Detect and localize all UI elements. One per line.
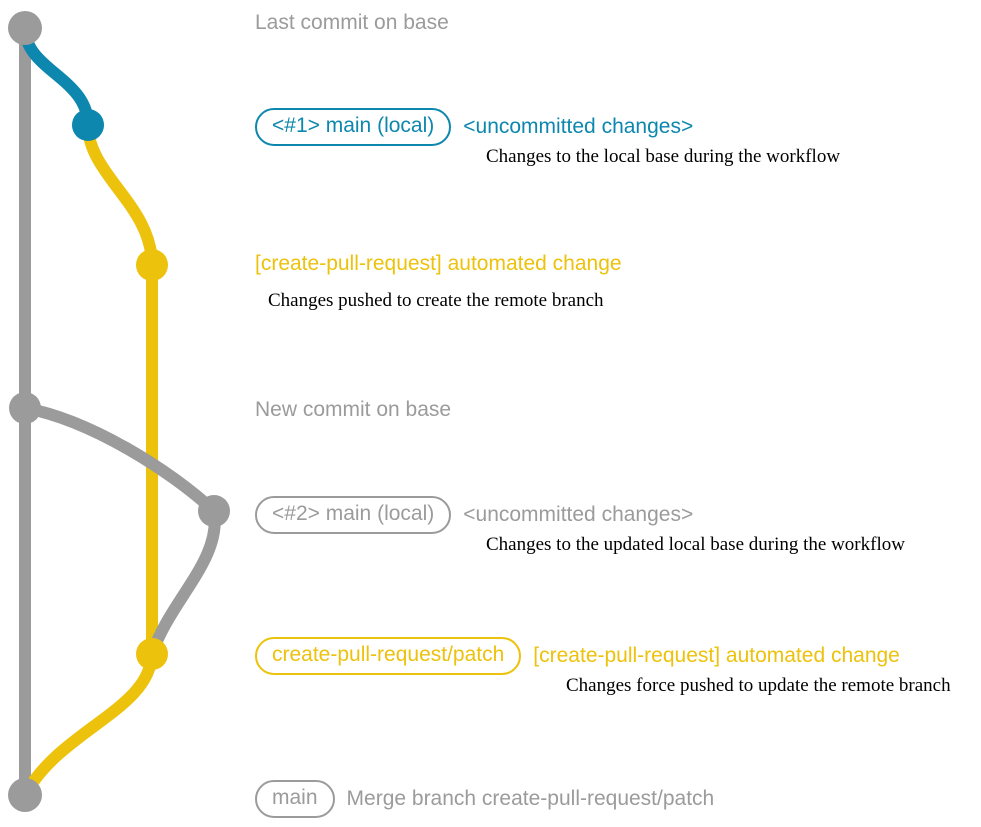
commit-subject: [create-pull-request] automated change	[533, 644, 900, 667]
entry-headline: [create-pull-request] automated change	[255, 252, 622, 276]
entry-last-commit-on-base: Last commit on base	[255, 11, 449, 35]
commit-subject: <uncommitted changes>	[463, 115, 694, 138]
entry-remote-commit-2: create-pull-request/patch [create-pull-r…	[255, 637, 900, 675]
entry-headline: main Merge branch create-pull-request/pa…	[255, 780, 714, 818]
entry-headline: create-pull-request/patch [create-pull-r…	[255, 637, 900, 675]
entry-headline: New commit on base	[255, 398, 451, 422]
entry-merge-commit: main Merge branch create-pull-request/pa…	[255, 780, 714, 818]
commit-subject: Merge branch create-pull-request/patch	[346, 787, 715, 810]
commit-subject: [create-pull-request] automated change	[255, 252, 622, 275]
commit-description: Changes pushed to create the remote bran…	[268, 290, 604, 311]
commit-subject: New commit on base	[255, 398, 452, 421]
commit-description: Changes to the updated local base during…	[486, 534, 905, 555]
commit-description: Changes to the local base during the wor…	[486, 146, 841, 167]
branch-badge-main[interactable]: main	[255, 780, 335, 818]
entry-remote-commit-1: [create-pull-request] automated change	[255, 252, 622, 276]
entry-headline: <#1> main (local) <uncommitted changes>	[255, 108, 693, 146]
branch-badge-main-local-2[interactable]: <#2> main (local)	[255, 496, 452, 534]
entry-local-commit-2: <#2> main (local) <uncommitted changes>	[255, 496, 693, 534]
entry-new-commit-on-base: New commit on base	[255, 398, 451, 422]
entry-headline: Last commit on base	[255, 11, 449, 35]
entry-local-commit-1: <#1> main (local) <uncommitted changes>	[255, 108, 693, 146]
branch-badge-main-local-1[interactable]: <#1> main (local)	[255, 108, 452, 146]
commit-description: Changes force pushed to update the remot…	[566, 675, 951, 696]
entry-headline: <#2> main (local) <uncommitted changes>	[255, 496, 693, 534]
branch-badge-create-pull-request-patch[interactable]: create-pull-request/patch	[255, 637, 522, 675]
commit-subject: <uncommitted changes>	[463, 503, 694, 526]
commit-subject: Last commit on base	[255, 11, 449, 34]
